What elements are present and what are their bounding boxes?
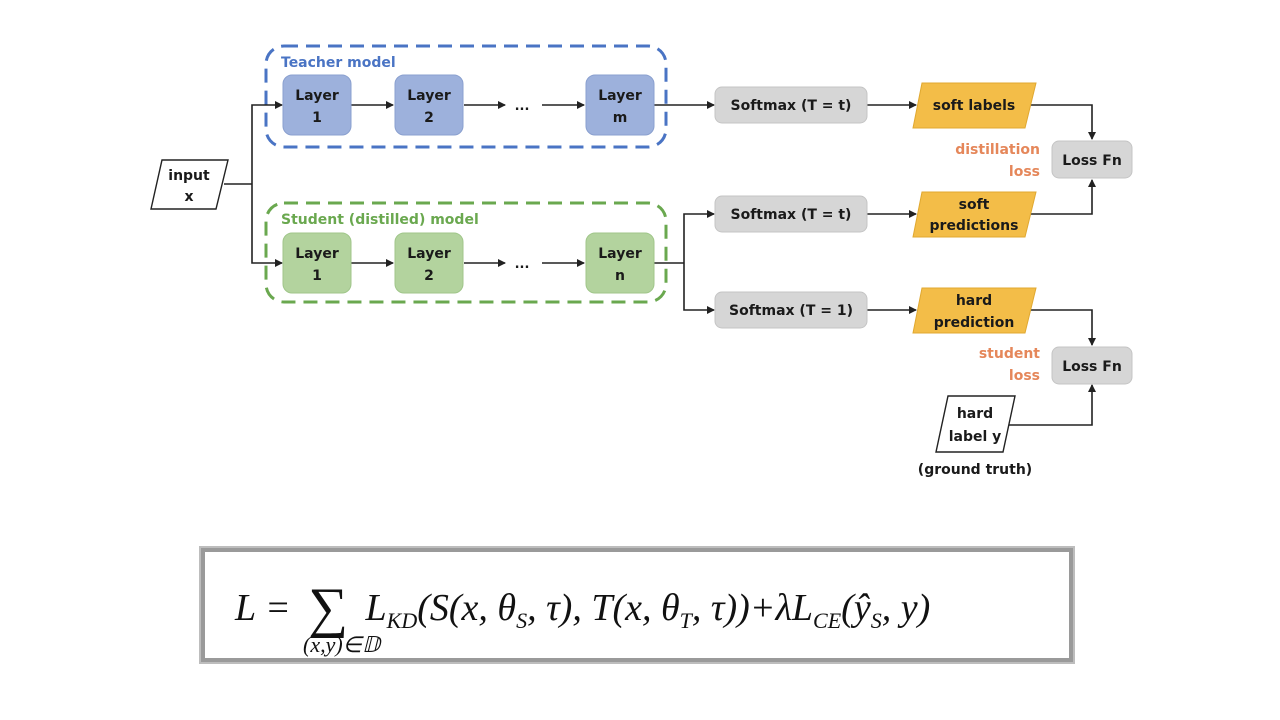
student-model-title: Student (distilled) model	[281, 212, 479, 228]
summation-symbol: ∑	[308, 577, 349, 639]
svg-text:1: 1	[312, 110, 322, 126]
svg-text:n: n	[615, 268, 625, 284]
svg-text:Softmax (T = t): Softmax (T = t)	[731, 207, 852, 223]
teacher-layer-2: Layer 2	[394, 74, 464, 136]
student-loss-label: student loss	[979, 346, 1040, 384]
ce-args: (ŷ	[841, 587, 871, 629]
student-loss-fn: Loss Fn	[1051, 346, 1133, 385]
teacher-layer-1: Layer 1	[282, 74, 352, 136]
teacher-ellipsis: ...	[515, 99, 530, 114]
input-node: input x	[150, 159, 229, 210]
student-layer-n: Layer n	[585, 232, 655, 294]
soft-predictions-node: soft predictions	[912, 191, 1037, 238]
teacher-layer-m: Layer m	[585, 74, 655, 136]
softmax-student-soft: Softmax (T = t)	[714, 195, 868, 233]
softmax-student-hard: Softmax (T = 1)	[714, 291, 868, 329]
svg-text:distillation: distillation	[955, 142, 1040, 158]
soft-labels-node: soft labels	[912, 82, 1037, 129]
svg-text:Loss Fn: Loss Fn	[1062, 359, 1122, 375]
ce-subscript: CE	[813, 608, 842, 633]
svg-text:loss: loss	[1009, 164, 1040, 180]
kd-subscript: KD	[386, 608, 418, 633]
formula-mid: , τ), T(x, θ	[527, 587, 680, 629]
teacher-model-title: Teacher model	[281, 55, 396, 71]
svg-text:Layer: Layer	[295, 246, 339, 262]
svg-text:hard: hard	[956, 293, 992, 309]
ys-subscript: S	[870, 608, 882, 633]
svg-text:x: x	[184, 189, 193, 205]
svg-text:Layer: Layer	[598, 88, 642, 104]
softmax-teacher: Softmax (T = t)	[714, 86, 868, 124]
formula-end: , τ))+λL	[691, 587, 814, 629]
hard-prediction-node: hard prediction	[912, 287, 1037, 334]
formula-kd: L	[365, 587, 387, 629]
formula-tail: , y)	[881, 587, 931, 629]
summation-range: (x,y)∈𝔻	[303, 632, 380, 657]
svg-text:2: 2	[424, 268, 434, 284]
formula-lhs: L =	[235, 587, 291, 629]
svg-text:Loss Fn: Loss Fn	[1062, 153, 1122, 169]
svg-text:predictions: predictions	[930, 218, 1019, 234]
connectors	[224, 101, 1096, 426]
svg-text:hard: hard	[957, 406, 993, 422]
svg-text:Layer: Layer	[295, 88, 339, 104]
student-model-group	[264, 201, 668, 304]
loss-formula-box: L = ∑ LKD(S(x, θS, τ), T(x, θT, τ))+λLCE…	[199, 546, 1075, 664]
svg-text:soft: soft	[959, 197, 990, 213]
svg-text:1: 1	[312, 268, 322, 284]
s-subscript: S	[516, 608, 528, 633]
t-subscript: T	[679, 608, 692, 633]
distillation-loss-label: distillation loss	[955, 142, 1040, 180]
loss-formula: L = ∑ LKD(S(x, θS, τ), T(x, θT, τ))+λLCE…	[235, 570, 931, 639]
svg-text:Softmax (T = 1): Softmax (T = 1)	[729, 303, 853, 319]
student-ellipsis: ...	[515, 257, 530, 272]
svg-text:soft labels: soft labels	[933, 98, 1016, 114]
distillation-loss-fn: Loss Fn	[1051, 140, 1133, 179]
svg-text:student: student	[979, 346, 1040, 362]
teacher-model-group	[264, 44, 668, 149]
student-layer-2: Layer 2	[394, 232, 464, 294]
svg-text:Softmax (T = t): Softmax (T = t)	[731, 98, 852, 114]
ground-truth-caption: (ground truth)	[918, 462, 1032, 478]
svg-text:2: 2	[424, 110, 434, 126]
hard-label-node: hard label y	[935, 395, 1016, 453]
svg-text:prediction: prediction	[934, 315, 1015, 331]
svg-text:Layer: Layer	[598, 246, 642, 262]
knowledge-distillation-diagram: Teacher model Student (distilled) model …	[150, 44, 1133, 478]
svg-text:Layer: Layer	[407, 246, 451, 262]
svg-text:Layer: Layer	[407, 88, 451, 104]
kd-args: (S(x, θ	[417, 587, 517, 629]
svg-text:loss: loss	[1009, 368, 1040, 384]
svg-text:input: input	[168, 168, 210, 184]
svg-text:label y: label y	[949, 429, 1002, 445]
svg-text:m: m	[613, 110, 628, 126]
student-layer-1: Layer 1	[282, 232, 352, 294]
